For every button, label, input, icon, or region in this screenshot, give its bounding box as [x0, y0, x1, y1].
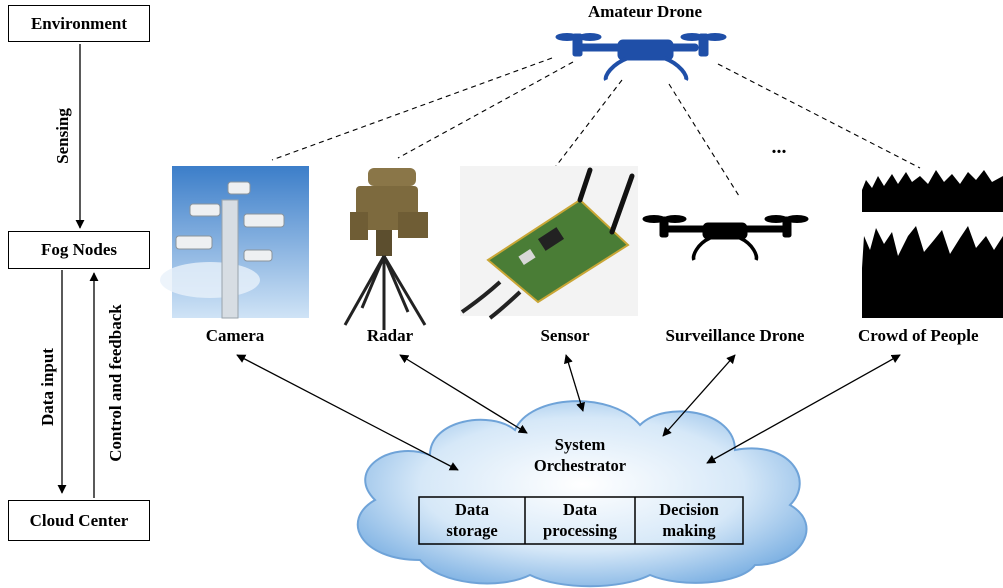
- orchestrator-title-line1: System: [554, 435, 606, 454]
- link-sensor: [564, 354, 585, 412]
- decision-making-cell: Decision making: [636, 499, 742, 541]
- crowd-image: [862, 170, 1003, 318]
- ellipsis: ...: [771, 136, 787, 158]
- surveillance-drone-icon: [642, 215, 809, 261]
- data-input-label: Data input: [38, 348, 57, 426]
- sensing-label: Sensing: [53, 108, 72, 164]
- orchestrator-table: [418, 496, 744, 545]
- surveillance-drone-label: Surveillance Drone: [665, 326, 805, 345]
- decision-making-line2: making: [662, 521, 716, 540]
- dash-to-camera: [271, 57, 553, 161]
- orchestrator-title-line2: Orchestrator: [533, 456, 627, 475]
- data-storage-line2: storage: [446, 521, 498, 540]
- crowd-label: Crowd of People: [858, 326, 979, 345]
- fog-nodes-label: Fog Nodes: [40, 240, 118, 259]
- link-crowd: [706, 354, 901, 464]
- data-processing-line1: Data: [563, 500, 597, 519]
- control-feedback-label: Control and feedback: [106, 304, 125, 462]
- link-camera: [236, 354, 459, 471]
- environment-label: Environment: [30, 13, 128, 33]
- cloud-center-box: Cloud Center: [8, 500, 150, 541]
- data-processing-cell: Data processing: [526, 499, 634, 541]
- cloud-center-label: Cloud Center: [29, 510, 129, 530]
- data-storage-line1: Data: [455, 500, 489, 519]
- radar-label: Radar: [366, 326, 414, 345]
- sensor-label: Sensor: [540, 326, 590, 345]
- camera-image: [160, 166, 309, 319]
- link-radar: [399, 354, 528, 434]
- orchestrator-cloud: [356, 400, 808, 588]
- data-processing-line2: processing: [543, 521, 617, 540]
- orchestrator-title: System Orchestrator: [520, 434, 640, 476]
- dash-to-crowd: [717, 63, 921, 169]
- sensor-image: [460, 166, 638, 320]
- amateur-drone-label: Amateur Drone: [587, 2, 703, 21]
- dash-to-radar: [397, 61, 574, 159]
- radar-image: [343, 168, 428, 330]
- fog-nodes-box: Fog Nodes: [8, 231, 150, 269]
- dash-to-surveillance: [668, 83, 740, 197]
- amateur-drone-icon: [555, 33, 727, 81]
- dash-to-sensor: [552, 79, 623, 171]
- camera-label: Camera: [205, 326, 265, 345]
- data-storage-cell: Data storage: [420, 499, 524, 541]
- environment-box: Environment: [8, 5, 150, 42]
- decision-making-line1: Decision: [659, 500, 719, 519]
